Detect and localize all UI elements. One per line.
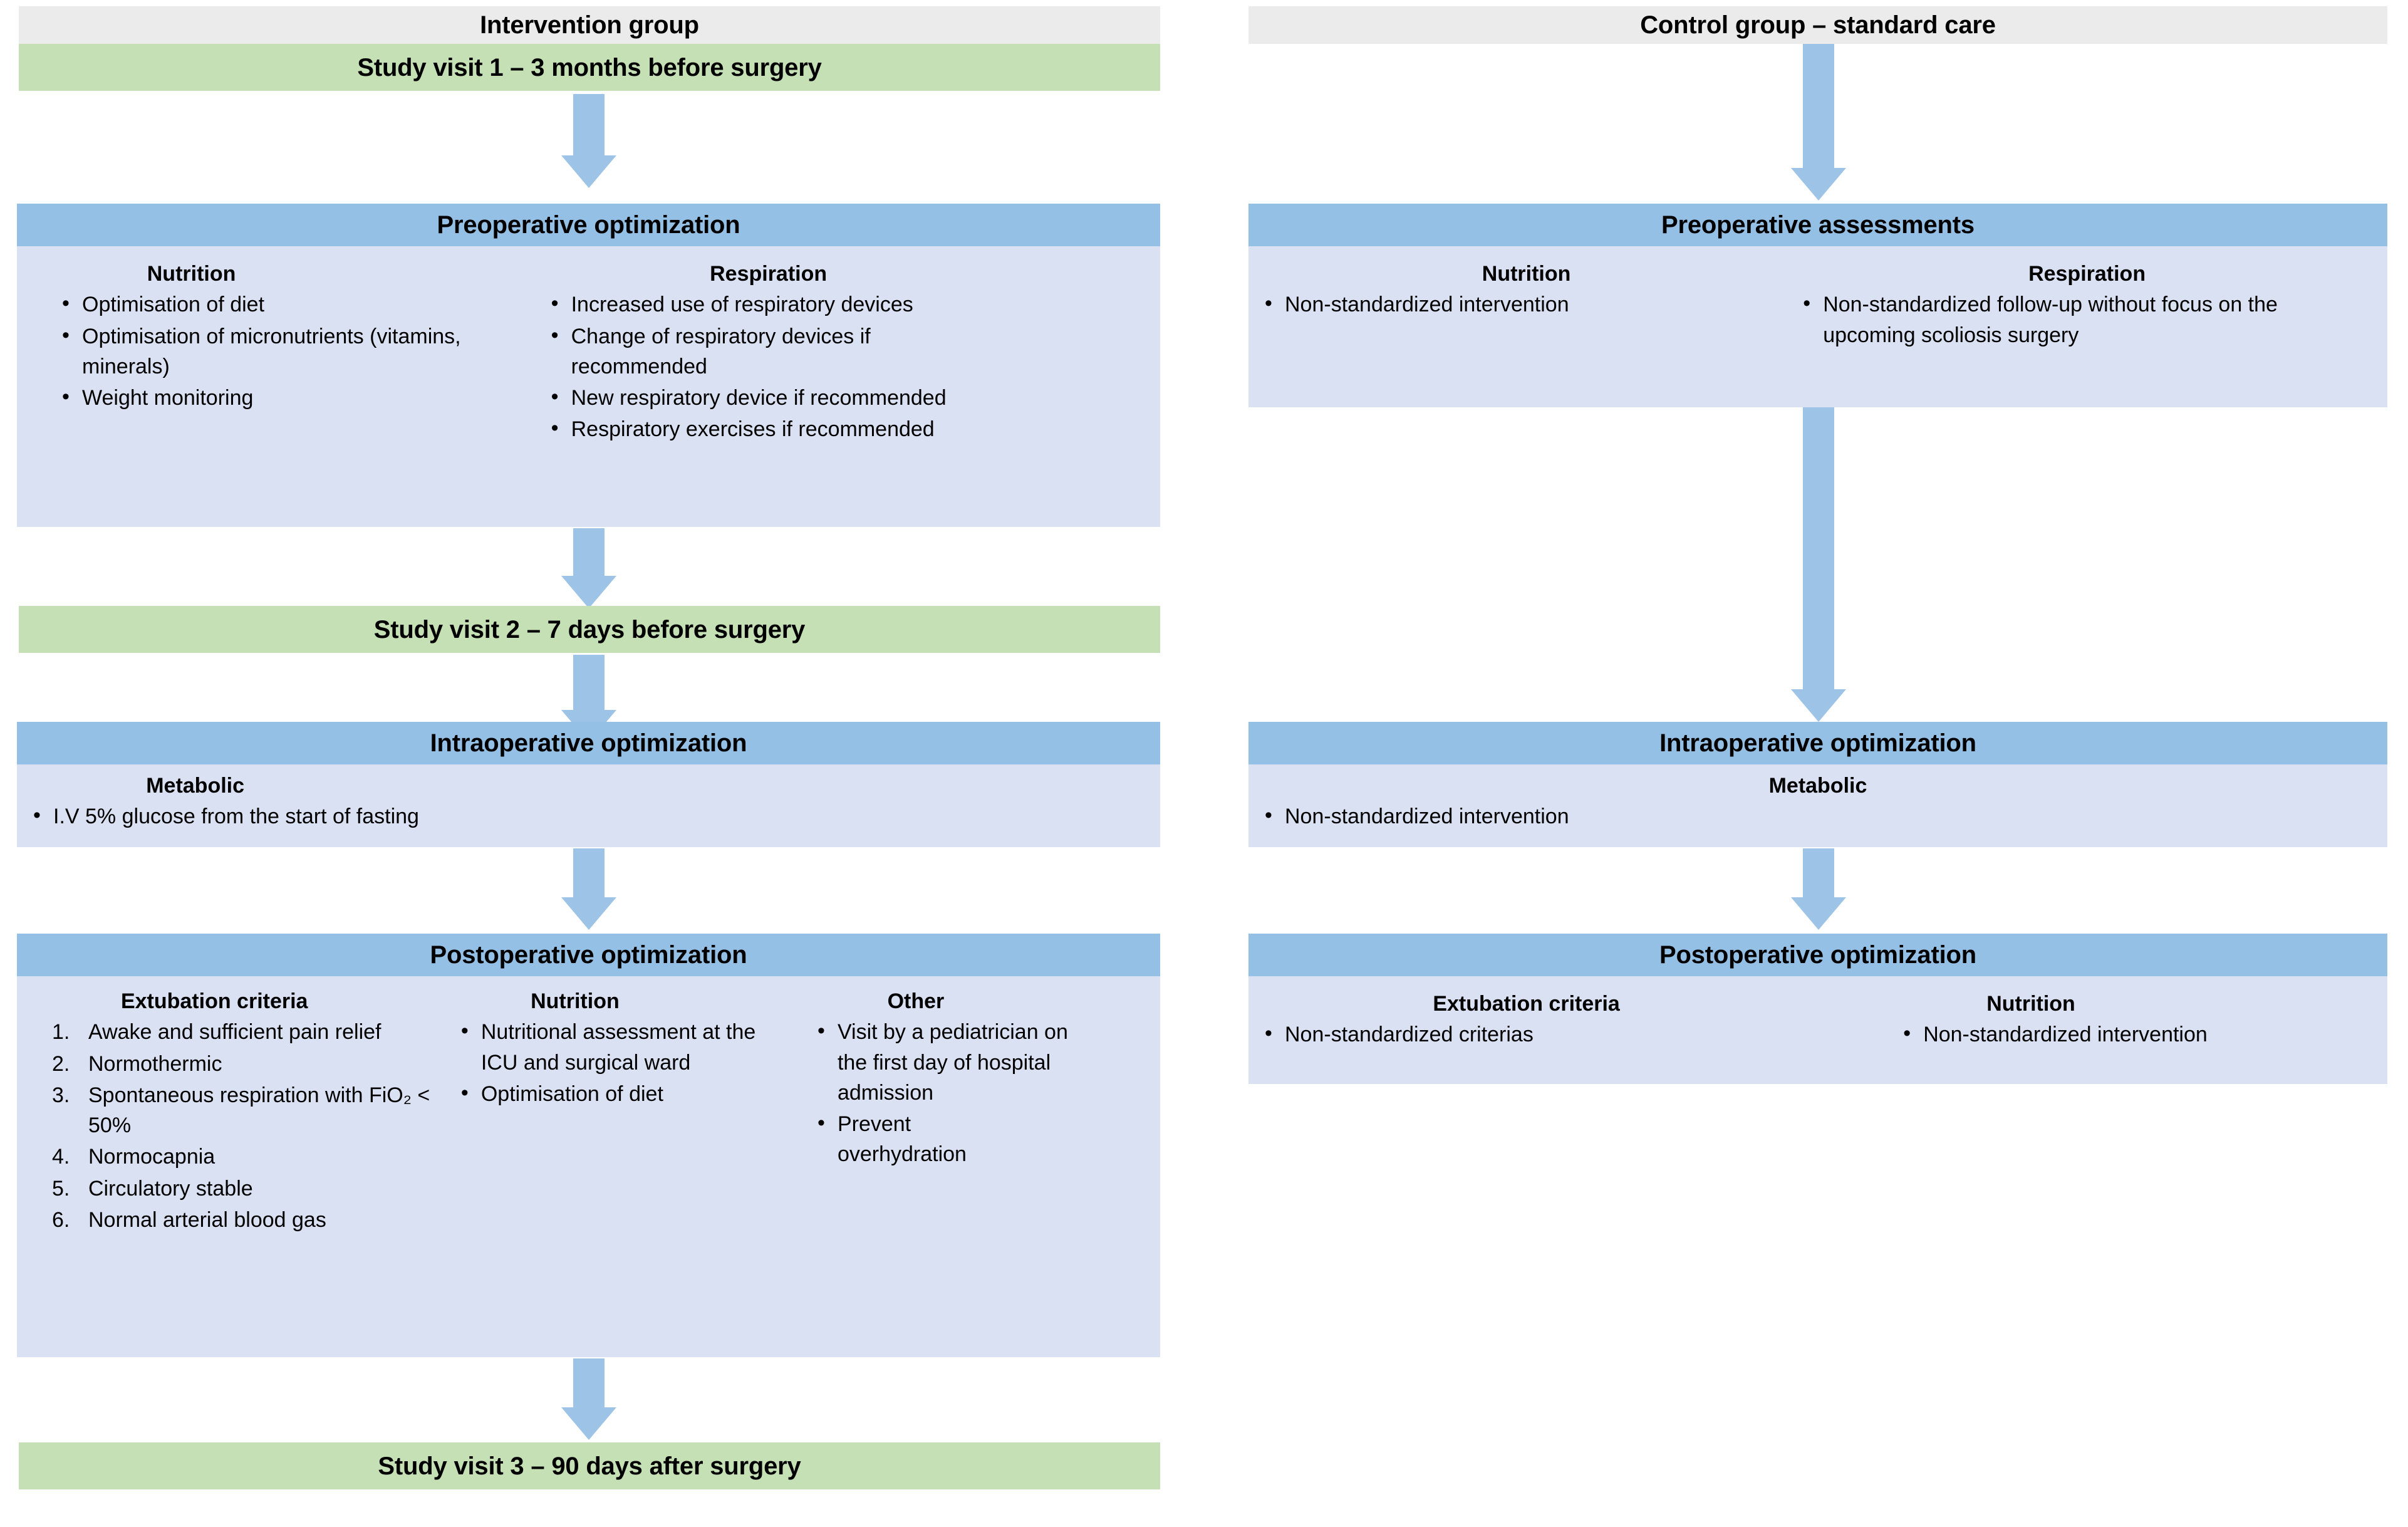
- group-nutrition-postop-heading: Nutrition: [531, 989, 620, 1013]
- group-respiration-control-preop-heading: Respiration: [2028, 262, 2146, 286]
- arrow-visit1-to-preop: [554, 94, 623, 188]
- arrow-intraop-to-postop-control: [1784, 848, 1853, 930]
- milestone-study-visit-2: Study visit 2 – 7 days before surgery: [19, 606, 1160, 653]
- group-nutrition-control-preop-heading: Nutrition: [1482, 262, 1571, 286]
- arrow-intraop-to-postop: [554, 848, 623, 930]
- list-item: Weight monitoring: [54, 382, 544, 413]
- list-item: Prevent overhydration: [810, 1108, 995, 1170]
- group-respiration-control-preop-list: Non-standardized follow-up without focus…: [1795, 288, 2379, 350]
- stage-preoperative-optimization: Preoperative optimization Nutrition Opti…: [17, 204, 1160, 527]
- stage-intraoperative-optimization-control-header: Intraoperative optimization: [1248, 722, 2387, 764]
- group-respiration-preop: Respiration Increased use of respiratory…: [544, 262, 1151, 446]
- stage-intraoperative-optimization-control-title: Intraoperative optimization: [1659, 729, 1976, 757]
- group-respiration-preop-heading: Respiration: [710, 262, 828, 286]
- stage-preoperative-optimization-header: Preoperative optimization: [17, 204, 1160, 246]
- group-other-postop: Other Visit by a pediatrician on the fir…: [791, 989, 1151, 1236]
- stage-intraoperative-optimization-title: Intraoperative optimization: [430, 729, 747, 757]
- list-item: Nutritional assessment at the ICU and su…: [454, 1016, 758, 1078]
- arrow-preop-assessments-to-intraop-control: [1784, 407, 1853, 722]
- group-nutrition-preop-list: Optimisation of diet Optimisation of mic…: [54, 288, 544, 413]
- group-nutrition-control-preop-list: Non-standardized intervention: [1257, 288, 1795, 320]
- group-nutrition-preop: Nutrition Optimisation of diet Optimisat…: [26, 262, 544, 446]
- stage-intraoperative-optimization-control: Intraoperative optimization Metabolic No…: [1248, 722, 2387, 847]
- stage-postoperative-optimization: Postoperative optimization Extubation cr…: [17, 934, 1160, 1357]
- list-item: Optimisation of diet: [54, 288, 544, 320]
- group-nutrition-control-postop-heading: Nutrition: [1986, 992, 2075, 1016]
- group-metabolic-control-heading: Metabolic: [1768, 774, 1867, 798]
- stage-postoperative-optimization-header: Postoperative optimization: [17, 934, 1160, 976]
- stage-intraoperative-optimization-header: Intraoperative optimization: [17, 722, 1160, 764]
- group-metabolic-control-list: Non-standardized intervention: [1257, 800, 2379, 831]
- list-item: Optimisation of diet: [454, 1078, 791, 1109]
- arrow-postop-to-visit3: [554, 1358, 623, 1440]
- stage-preoperative-assessments: Preoperative assessments Nutrition Non-s…: [1248, 204, 2387, 407]
- list-item: Spontaneous respiration with FiO₂ < 50%: [52, 1080, 430, 1138]
- group-nutrition-control-preop: Nutrition Non-standardized intervention: [1257, 262, 1795, 352]
- stage-preoperative-optimization-title: Preoperative optimization: [437, 211, 740, 239]
- list-item: Normothermic: [52, 1049, 222, 1080]
- control-group-header-label: Control group – standard care: [1640, 11, 1996, 39]
- milestone-study-visit-2-label: Study visit 2 – 7 days before surgery: [373, 615, 806, 644]
- group-other-postop-heading: Other: [887, 989, 945, 1013]
- group-nutrition-postop-list: Nutritional assessment at the ICU and su…: [454, 1016, 791, 1109]
- group-metabolic-intraop-list: I.V 5% glucose from the start of fasting: [26, 800, 1151, 831]
- list-item: Non-standardized follow-up without focus…: [1795, 288, 2359, 350]
- list-item: Circulatory stable: [52, 1174, 253, 1204]
- control-group-header: Control group – standard care: [1248, 6, 2387, 44]
- list-item: Visit by a pediatrician on the first day…: [810, 1016, 1097, 1108]
- group-respiration-control-preop: Respiration Non-standardized follow-up w…: [1795, 262, 2379, 352]
- intervention-group-header: Intervention group: [19, 6, 1160, 44]
- milestone-study-visit-3-label: Study visit 3 – 90 days after surgery: [378, 1452, 801, 1480]
- group-extubation-criteria-heading: Extubation criteria: [120, 989, 308, 1013]
- list-item: Non-standardized intervention: [1896, 1018, 2379, 1050]
- list-item: Non-standardized intervention: [1257, 288, 1795, 320]
- group-nutrition-postop: Nutrition Nutritional assessment at the …: [454, 989, 791, 1236]
- group-metabolic-intraop-heading: Metabolic: [146, 774, 245, 798]
- list-item: Change of respiratory devices if recomme…: [544, 320, 1009, 382]
- list-item: Respiratory exercises if recommended: [544, 413, 1151, 444]
- intervention-group-header-label: Intervention group: [480, 11, 699, 39]
- group-extubation-criteria: Extubation criteria Awake and sufficient…: [26, 989, 454, 1236]
- milestone-study-visit-1: Study visit 1 – 3 months before surgery: [19, 44, 1160, 91]
- list-item: Non-standardized intervention: [1257, 800, 2379, 831]
- stage-intraoperative-optimization: Intraoperative optimization Metabolic I.…: [17, 722, 1160, 847]
- stage-postoperative-optimization-control-header: Postoperative optimization: [1248, 934, 2387, 976]
- arrow-preop-to-visit2: [554, 528, 623, 608]
- stage-preoperative-assessments-title: Preoperative assessments: [1661, 211, 1975, 239]
- arrow-control-header-to-preop-assessments: [1784, 44, 1853, 201]
- list-item: Normal arterial blood gas: [52, 1205, 326, 1236]
- list-item: Non-standardized criterias: [1257, 1018, 1795, 1050]
- list-item: Awake and sufficient pain relief: [52, 1017, 381, 1048]
- milestone-study-visit-3: Study visit 3 – 90 days after surgery: [19, 1442, 1160, 1489]
- stage-postoperative-optimization-control: Postoperative optimization Extubation cr…: [1248, 934, 2387, 1084]
- stage-postoperative-optimization-title: Postoperative optimization: [430, 941, 747, 969]
- group-nutrition-preop-heading: Nutrition: [147, 262, 236, 286]
- list-item: Optimisation of micronutrients (vitamins…: [54, 320, 473, 382]
- group-respiration-preop-list: Increased use of respiratory devices Cha…: [544, 288, 1151, 444]
- list-item: Increased use of respiratory devices: [544, 288, 1151, 320]
- stage-postoperative-optimization-control-title: Postoperative optimization: [1659, 941, 1976, 969]
- group-extubation-criteria-control-list: Non-standardized criterias: [1257, 1018, 1795, 1050]
- group-other-postop-list: Visit by a pediatrician on the first day…: [810, 1016, 1151, 1170]
- group-nutrition-control-postop: Nutrition Non-standardized intervention: [1795, 992, 2379, 1051]
- group-extubation-criteria-control-heading: Extubation criteria: [1433, 992, 1620, 1016]
- stage-preoperative-assessments-header: Preoperative assessments: [1248, 204, 2387, 246]
- list-item: New respiratory device if recommended: [544, 382, 1151, 413]
- group-extubation-criteria-control: Extubation criteria Non-standardized cri…: [1257, 992, 1795, 1051]
- list-item: I.V 5% glucose from the start of fasting: [26, 800, 1151, 831]
- milestone-study-visit-1-label: Study visit 1 – 3 months before surgery: [357, 53, 822, 81]
- group-nutrition-control-postop-list: Non-standardized intervention: [1896, 1018, 2379, 1050]
- group-extubation-criteria-list: Awake and sufficient pain relief Normoth…: [48, 1017, 454, 1235]
- list-item: Normocapnia: [52, 1142, 215, 1172]
